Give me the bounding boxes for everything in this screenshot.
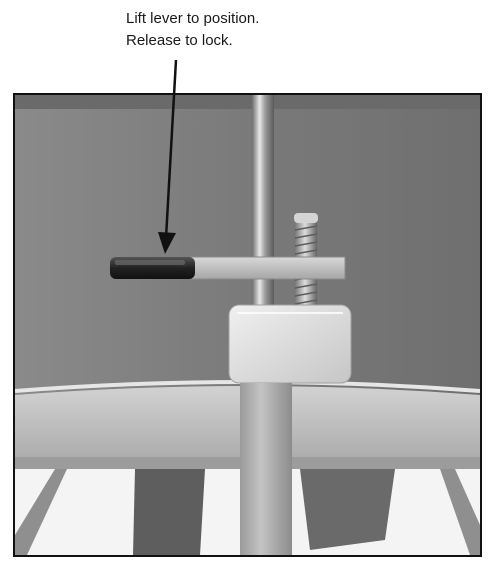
upper-pole <box>252 95 274 310</box>
left-leg <box>15 469 67 555</box>
right-leg <box>440 469 480 555</box>
screw-head <box>294 213 318 223</box>
storage-bag-right <box>300 469 395 550</box>
instruction-line-1: Lift lever to position. <box>126 10 260 27</box>
storage-bag <box>133 469 205 555</box>
clamp-block <box>228 304 352 384</box>
photo-illustration <box>15 95 480 555</box>
lever-handle-highlight <box>115 260 185 265</box>
lever-bar <box>189 256 346 280</box>
instruction-line-2: Release to lock. <box>126 32 233 49</box>
panel-top-edge <box>15 95 480 109</box>
product-photo <box>13 93 482 557</box>
lower-pole <box>240 383 292 555</box>
instruction-callout: Lift lever to position. Release to lock. <box>126 8 426 52</box>
